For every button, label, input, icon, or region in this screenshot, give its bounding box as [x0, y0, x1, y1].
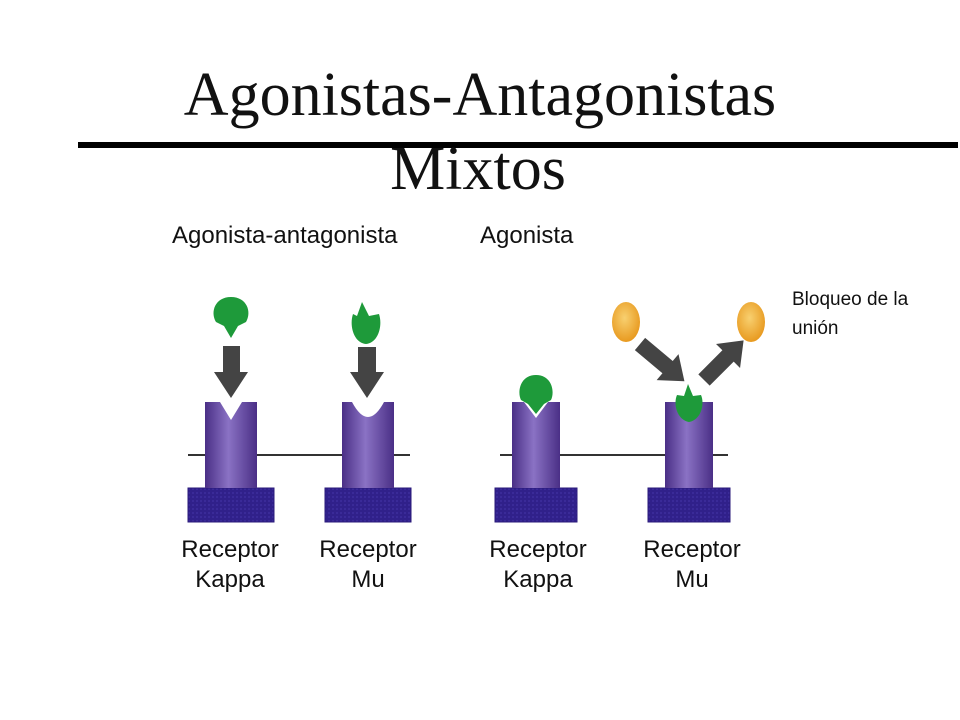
- receptor-base: [647, 487, 731, 523]
- receptor-label-mu-right: Receptor Mu: [622, 535, 762, 595]
- page-title-line-2: Mixtos: [390, 135, 566, 203]
- arrow-down-icon: [214, 346, 248, 398]
- binding-block-note-line-1: Bloqueo de la: [792, 289, 909, 310]
- page-title-line-1: Agonistas-Antagonistas: [183, 61, 777, 129]
- bound-agonist-ligand: [675, 384, 703, 422]
- receptor-body: [342, 402, 394, 488]
- bound-agonist-ligand: [519, 375, 553, 414]
- receptor-kappa-right: [494, 375, 578, 523]
- receptor-base: [187, 487, 275, 523]
- receptor-kappa-left: [187, 402, 275, 523]
- agonist-antagonist-ligand-kappa: [213, 297, 249, 338]
- receptor-label-line-2: Kappa: [195, 566, 265, 593]
- receptor-label-line-2: Mu: [351, 566, 385, 593]
- receptor-label-line-1: Receptor: [643, 536, 741, 563]
- binding-block-note-line-2: unión: [792, 318, 839, 339]
- blocked-ligand-left: [612, 302, 640, 342]
- arrow-down-icon: [350, 347, 384, 398]
- arrow-out-icon: [698, 340, 744, 386]
- receptor-body: [512, 402, 560, 488]
- receptor-label-line-1: Receptor: [181, 536, 279, 563]
- receptor-label-line-1: Receptor: [319, 536, 417, 563]
- binding-block-note: Bloqueo de la unión: [792, 285, 952, 343]
- receptor-label-line-2: Mu: [675, 566, 709, 593]
- receptor-body: [205, 402, 257, 488]
- receptor-body: [665, 402, 713, 488]
- title-rule: [78, 142, 958, 148]
- receptor-label-line-1: Receptor: [489, 536, 587, 563]
- receptor-label-mu-left: Receptor Mu: [298, 535, 438, 595]
- blocked-ligand-right: [737, 302, 765, 342]
- receptor-mu-right: [647, 384, 731, 523]
- receptor-mu-left: [324, 402, 412, 523]
- heading-agonist-antagonist: Agonista-antagonista: [172, 222, 398, 249]
- receptor-base: [494, 487, 578, 523]
- receptor-base: [324, 487, 412, 523]
- receptor-label-kappa-right: Receptor Kappa: [468, 535, 608, 595]
- receptor-label-line-2: Kappa: [503, 566, 573, 593]
- receptor-label-kappa-left: Receptor Kappa: [160, 535, 300, 595]
- agonist-antagonist-ligand-mu: [351, 302, 381, 344]
- heading-agonist: Agonista: [480, 222, 574, 249]
- arrow-in-icon: [634, 337, 685, 382]
